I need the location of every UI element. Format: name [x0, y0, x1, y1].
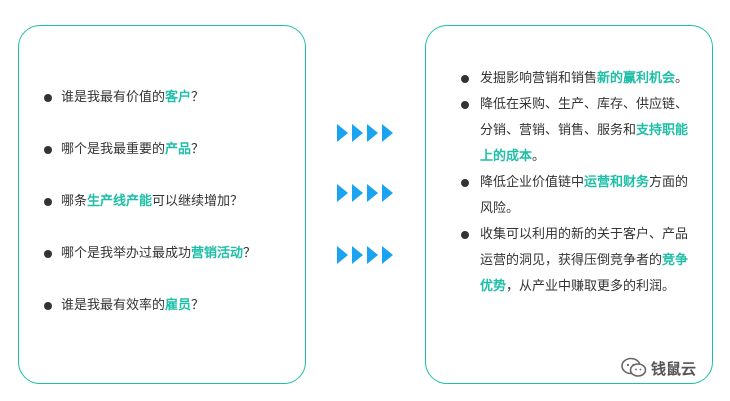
bullet-icon	[44, 146, 52, 154]
bullet-icon	[461, 231, 469, 239]
bullet-icon	[461, 179, 469, 187]
bullet-icon	[44, 198, 52, 206]
list-item: 收集可以利用的新的关于客户、产品运营的洞见，获得压倒竞争者的竞争优势，从产业中赚…	[456, 222, 696, 300]
arrow-right-icon	[367, 124, 378, 142]
list-item: 哪条生产线产能可以继续增加？	[43, 192, 256, 212]
arrow-right-icon	[367, 184, 378, 202]
bullet-icon	[461, 101, 469, 109]
benefits-list: 发掘影响营销和销售新的赢利机会。 降低在采购、生产、库存、供应链、分销、营销、销…	[456, 66, 696, 300]
wechat-icon	[621, 357, 647, 377]
highlight: 支持职能上的成本	[480, 123, 689, 164]
bullet-icon	[44, 302, 52, 310]
questions-list: 谁是我最有价值的客户？ 哪个是我最重要的产品？ 哪条生产线产能可以继续增加？ 哪…	[43, 88, 256, 348]
arrow-group-3	[337, 246, 397, 266]
left-card: 谁是我最有价值的客户？ 哪个是我最重要的产品？ 哪条生产线产能可以继续增加？ 哪…	[18, 25, 306, 384]
highlight: 营销活动	[191, 246, 244, 261]
highlight: 生产线产能	[87, 194, 153, 209]
right-card: 发掘影响营销和销售新的赢利机会。 降低在采购、生产、库存、供应链、分销、营销、销…	[425, 25, 713, 384]
list-item: 降低在采购、生产、库存、供应链、分销、营销、销售、服务和支持职能上的成本。	[456, 92, 696, 170]
highlight: 竞争优势	[480, 253, 689, 294]
list-item: 谁是我最有价值的客户？	[43, 88, 256, 108]
list-item: 哪个是我最重要的产品？	[43, 140, 256, 160]
arrow-right-icon	[382, 246, 393, 264]
highlight: 客户	[165, 90, 192, 105]
arrow-right-icon	[337, 246, 348, 264]
list-item: 降低企业价值链中运营和财务方面的风险。	[456, 170, 696, 222]
list-item: 谁是我最有效率的雇员？	[43, 296, 256, 316]
arrow-right-icon	[367, 246, 378, 264]
highlight: 运营和财务	[584, 175, 650, 190]
arrow-right-icon	[337, 184, 348, 202]
arrow-right-icon	[352, 184, 363, 202]
arrow-right-icon	[352, 124, 363, 142]
highlight: 产品	[165, 142, 192, 157]
arrow-right-icon	[382, 124, 393, 142]
arrow-group-2	[337, 184, 397, 204]
highlight: 雇员	[165, 298, 192, 313]
bullet-icon	[44, 250, 52, 258]
arrow-right-icon	[382, 184, 393, 202]
arrow-right-icon	[337, 124, 348, 142]
watermark: 钱鼠云	[621, 357, 696, 379]
arrow-right-icon	[352, 246, 363, 264]
bullet-icon	[461, 75, 469, 83]
watermark-text: 钱鼠云	[651, 359, 697, 378]
list-item: 哪个是我举办过最成功营销活动？	[43, 244, 256, 264]
bullet-icon	[44, 94, 52, 102]
list-item: 发掘影响营销和销售新的赢利机会。	[456, 66, 696, 92]
highlight: 新的赢利机会	[597, 71, 676, 86]
arrow-group-1	[337, 124, 397, 144]
